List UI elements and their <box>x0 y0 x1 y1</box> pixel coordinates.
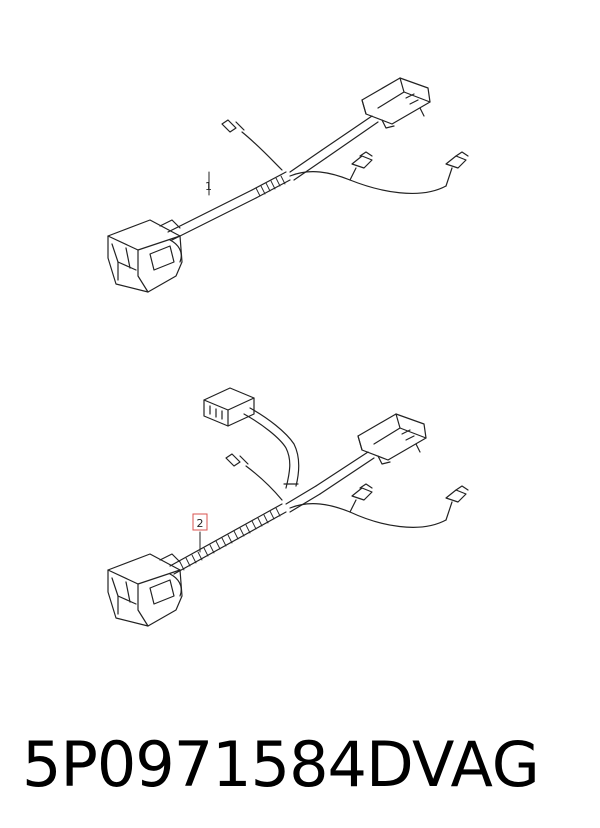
callout-2-box <box>192 513 208 531</box>
wiring-harness-diagram: 1 2 <box>107 77 469 627</box>
harness-2-switch-block <box>107 553 183 627</box>
callout-2-label: 2 <box>197 517 204 530</box>
harness-1-main-sleeve <box>167 189 253 233</box>
callout-1-label: 1 <box>205 180 212 193</box>
harness-2-right-connector <box>357 413 427 461</box>
part-number: 5P0971584D <box>22 728 414 801</box>
footer: 5P0971584D VAG <box>0 720 600 820</box>
harness-1 <box>107 77 469 293</box>
harness-2 <box>107 387 469 627</box>
brand-name: VAG <box>412 728 540 801</box>
harness-1-switch-block <box>107 219 183 293</box>
harness-2-box-connector <box>203 387 255 427</box>
harness-1-top-connector <box>361 77 431 125</box>
